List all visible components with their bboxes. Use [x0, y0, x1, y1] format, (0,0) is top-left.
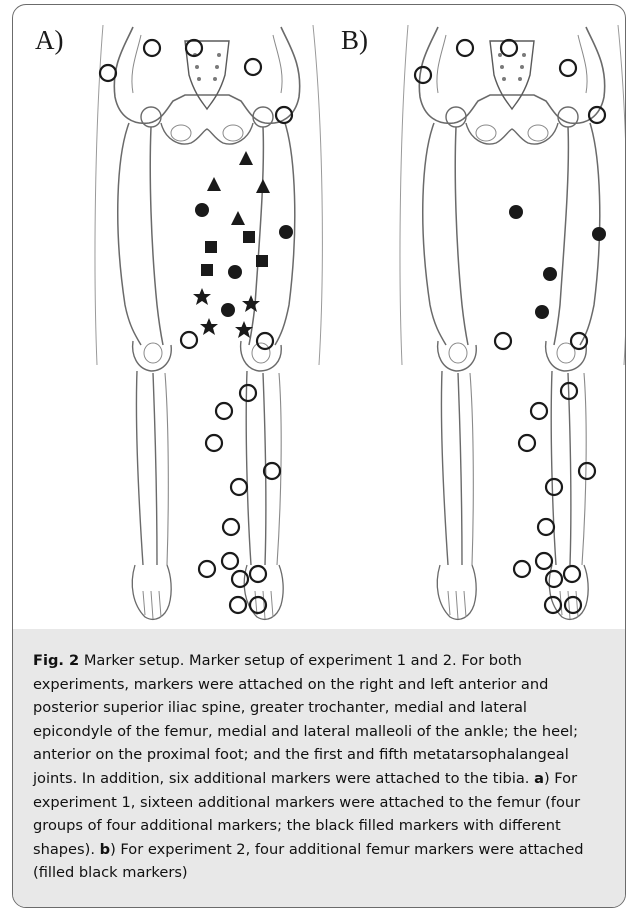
panel-b-filled-markers: [509, 205, 606, 319]
skeleton-illustration: [13, 5, 626, 629]
panel-a-markers: [100, 40, 292, 613]
panel-b-label: B): [341, 27, 368, 54]
figure-number: Fig. 2: [33, 652, 79, 669]
part-b-letter: b: [100, 841, 110, 858]
figure-frame: A) B) Fig. 2 Marker setup. Marker setup …: [12, 4, 626, 908]
figure-caption: Fig. 2 Marker setup. Marker setup of exp…: [13, 629, 626, 908]
caption-text: Fig. 2 Marker setup. Marker setup of exp…: [33, 649, 607, 885]
panel-a-label: A): [35, 27, 64, 54]
panel-b-markers: [415, 40, 605, 613]
part-a-letter: a: [534, 770, 544, 787]
caption-title: Marker setup.: [84, 652, 185, 669]
panel-a-filled-markers: [193, 151, 293, 338]
part-b-text: ) For experiment 2, four additional femu…: [33, 841, 584, 882]
caption-intro: Marker setup of experiment 1 and 2. For …: [33, 652, 578, 787]
